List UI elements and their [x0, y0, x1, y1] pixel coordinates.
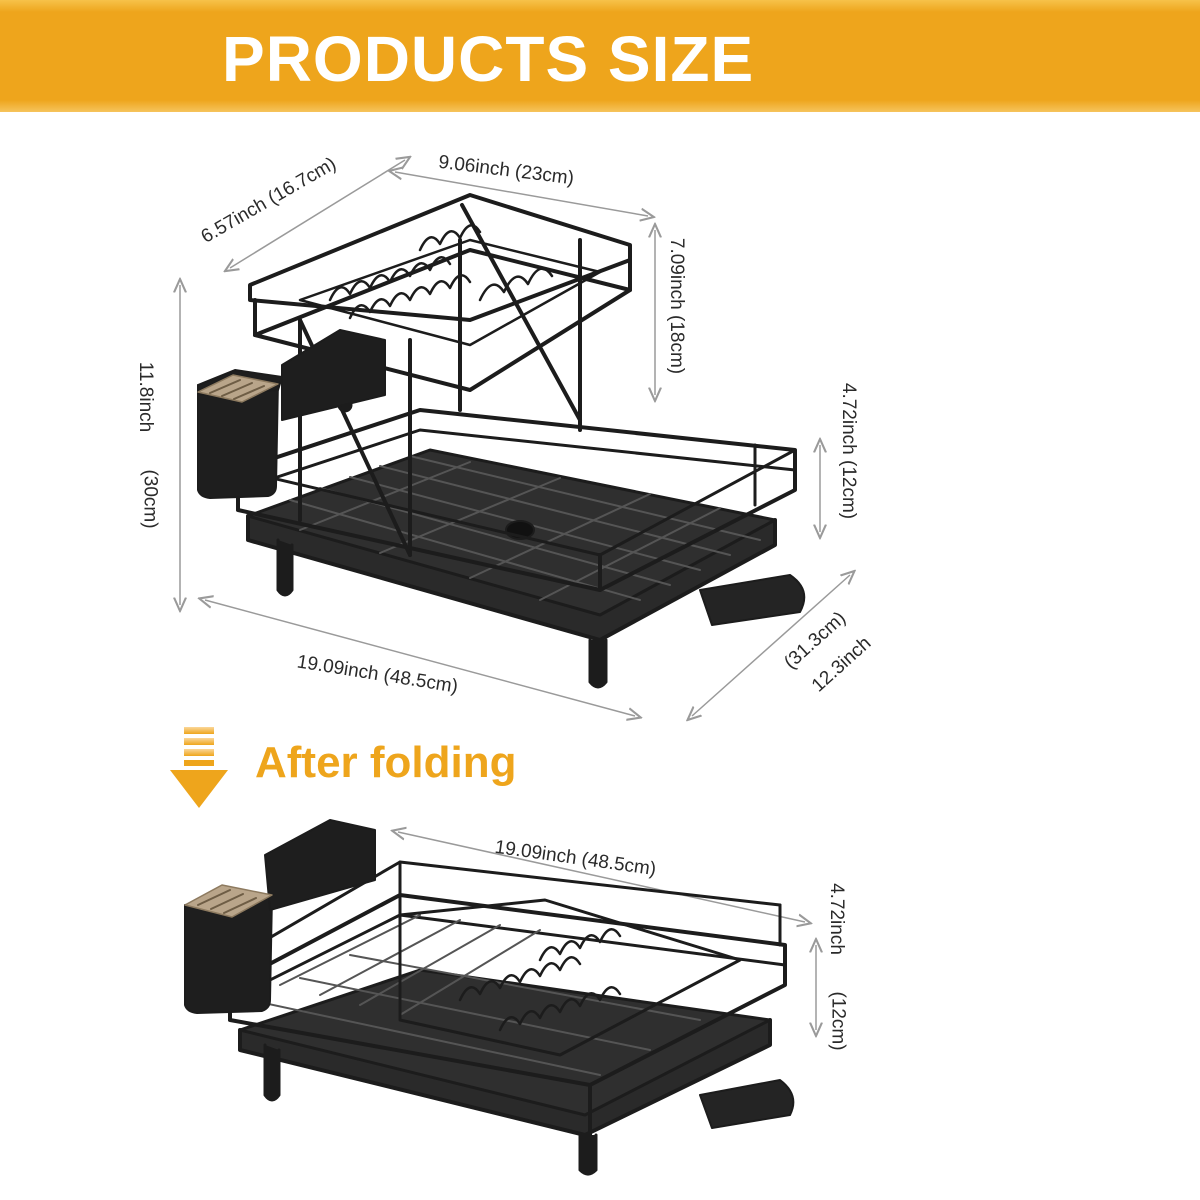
banner-title: PRODUCTS SIZE — [222, 23, 755, 95]
after-folding-title: After folding — [255, 738, 517, 787]
down-arrow-icon — [170, 727, 228, 808]
label-folded-height-cm: (12cm) — [827, 991, 849, 1051]
dim-line-base-depth — [692, 575, 850, 716]
dim-line-width-top — [395, 172, 648, 216]
rack-folded — [184, 819, 795, 1176]
label-lower-height: 4.72inch (12cm) — [838, 382, 860, 520]
dimension-lines-folded — [398, 832, 816, 1030]
dim-line-depth-top — [230, 160, 405, 268]
dim-line-folded-length — [398, 832, 805, 922]
rack-unfolded — [197, 193, 806, 689]
label-folded-height-inch: 4.72inch — [825, 883, 847, 955]
header-banner: PRODUCTS SIZE — [0, 0, 1200, 112]
label-upper-height: 7.09inch (18cm) — [666, 237, 688, 375]
dim-line-base-length — [205, 600, 635, 716]
dimension-lines-unfolded — [180, 160, 850, 716]
label-total-height-inch: 11.8inch — [135, 361, 157, 433]
label-total-height-cm: (30cm) — [139, 469, 161, 529]
